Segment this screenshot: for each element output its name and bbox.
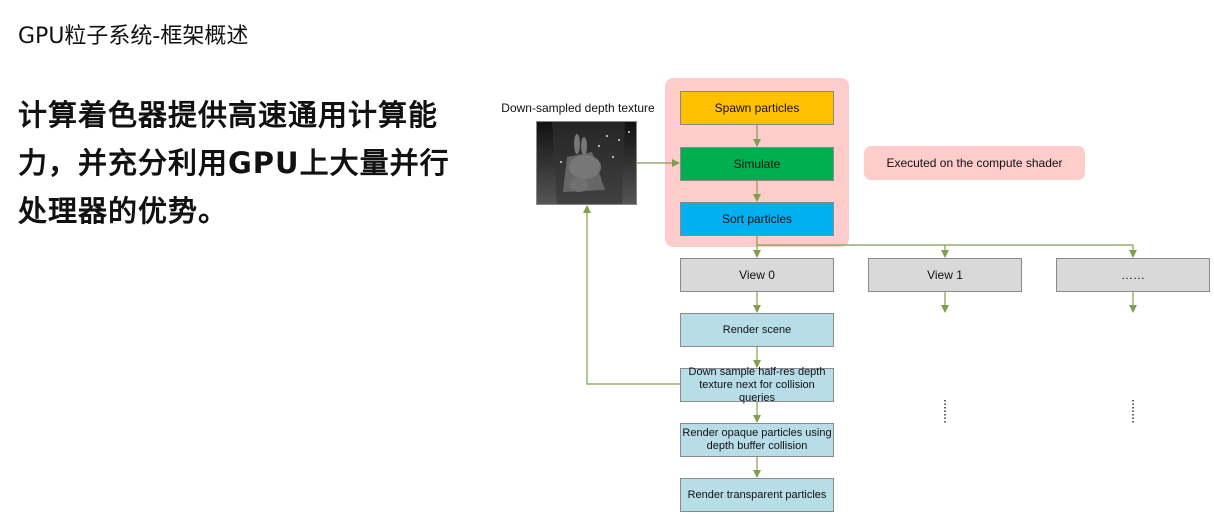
view-0-box: View 0 [680, 258, 834, 292]
body-text-line: 力，并充分利用GPU上大量并行 [18, 146, 450, 180]
sort-particles-step: Sort particles [680, 202, 834, 236]
spawn-particles-step: Spawn particles [680, 91, 834, 125]
view-1-box: View 1 [868, 258, 1022, 292]
branch-line [756, 236, 1133, 246]
bunny-image [552, 122, 630, 204]
view-more-box: …… [1056, 258, 1210, 292]
render-opaque-pass: Render opaque particles using depth buff… [680, 423, 834, 457]
arrow-feedback-depth [583, 205, 680, 385]
body-text-line: 处理器的优势。 [18, 194, 229, 228]
depth-texture-label: Down-sampled depth texture [501, 101, 655, 115]
render-transparent-pass: Render transparent particles [680, 478, 834, 512]
simulate-step: Simulate [680, 147, 834, 181]
compute-shader-note: Executed on the compute shader [864, 146, 1085, 180]
depth-texture-image [536, 121, 637, 205]
slide-title: GPU粒子系统-框架概述 [18, 24, 249, 49]
downsample-depth-pass: Down sample half-res depth texture next … [680, 366, 834, 404]
render-scene-pass: Render scene [680, 313, 834, 347]
body-text-line: 计算着色器提供高速通用计算能 [18, 98, 439, 132]
